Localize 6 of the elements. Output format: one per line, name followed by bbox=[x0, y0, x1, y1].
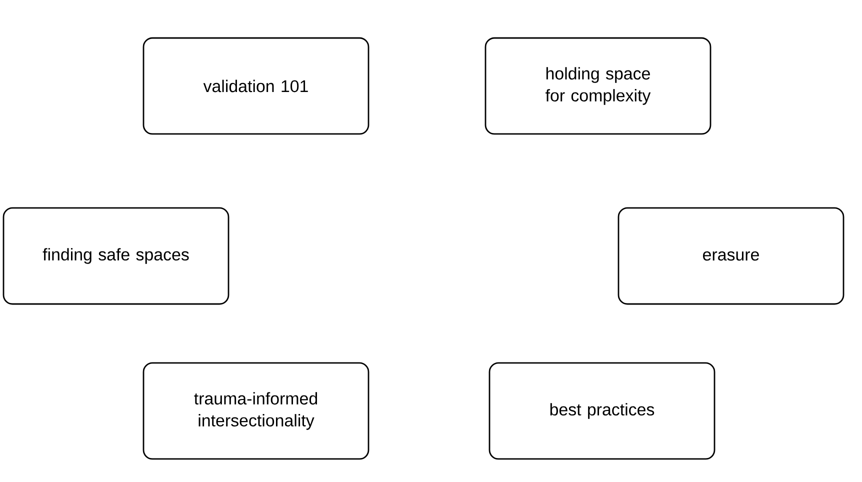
text-box: best practices bbox=[488, 362, 716, 460]
text-box: finding safe spaces bbox=[2, 207, 230, 305]
text-box: erasure bbox=[618, 207, 844, 305]
text-box: trauma-informed intersectionality bbox=[142, 362, 370, 460]
text-box: validation 101 bbox=[142, 37, 370, 135]
text-box: holding space for complexity bbox=[484, 37, 712, 135]
